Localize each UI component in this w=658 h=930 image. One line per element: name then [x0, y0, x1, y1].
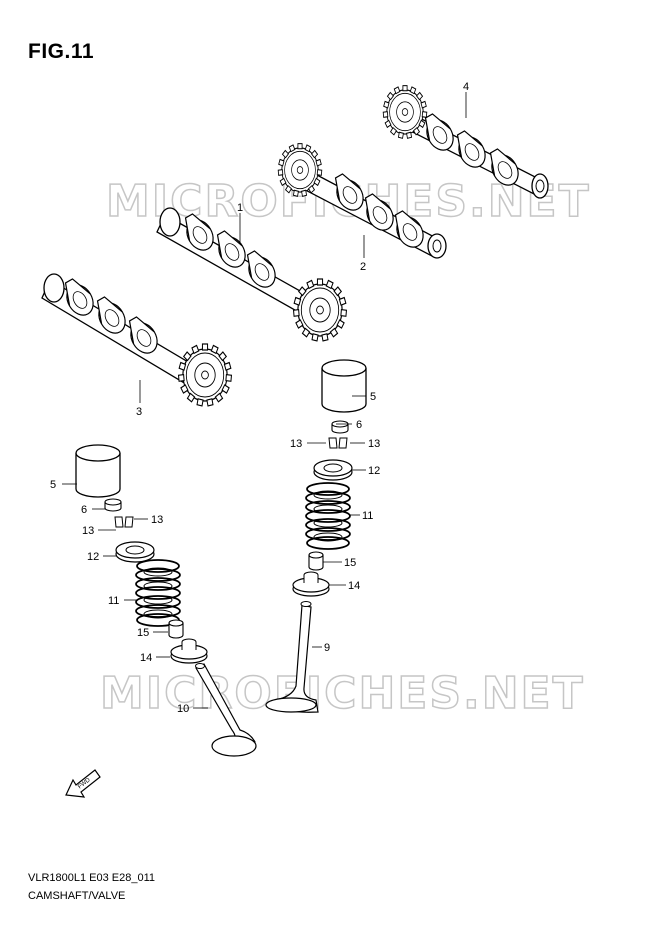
- callout-1: 1: [237, 202, 243, 214]
- callout-13-left-b: 13: [151, 514, 163, 526]
- camshaft-part-1: [156, 207, 348, 342]
- callout-15-left: 15: [137, 627, 149, 639]
- callout-4: 4: [463, 81, 469, 93]
- callout-11-left: 11: [108, 595, 119, 607]
- callout-14-left: 14: [140, 652, 152, 664]
- leader-lines: [62, 92, 467, 709]
- callout-5-left: 5: [50, 479, 56, 491]
- callout-11-right: 11: [362, 510, 373, 522]
- watermark-lower: MICROFICHES.NET: [100, 668, 585, 719]
- callout-6-right: 6: [356, 419, 362, 431]
- valve-assembly-left: [75, 444, 257, 757]
- callout-2: 2: [360, 261, 366, 273]
- callout-10: 10: [177, 703, 189, 715]
- camshaft-part-4: [382, 85, 549, 199]
- section-name: CAMSHAFT/VALVE: [28, 890, 126, 902]
- callout-labels: 4 1 2 3 5 6 13 13 12 11 15 14 9 5 6 13 1…: [50, 81, 469, 715]
- figure-title: FIG.11: [28, 40, 95, 63]
- callout-3: 3: [136, 406, 142, 418]
- callout-14-right: 14: [348, 580, 360, 592]
- camshaft-part-3: [41, 273, 233, 407]
- valve-assembly-right: [265, 359, 367, 713]
- forward-direction-arrow: FWD: [65, 769, 101, 798]
- camshaft-part-2: [277, 143, 447, 259]
- callout-5-right: 5: [370, 391, 376, 403]
- callout-6-left: 6: [81, 504, 87, 516]
- callout-13-right-a: 13: [290, 438, 302, 450]
- callout-12-right: 12: [368, 465, 380, 477]
- model-code: VLR1800L1 E03 E28_011: [28, 872, 156, 884]
- callout-13-right-b: 13: [368, 438, 380, 450]
- callout-9: 9: [324, 642, 330, 654]
- callout-15-right: 15: [344, 557, 356, 569]
- callout-12-left: 12: [87, 551, 99, 563]
- callout-13-left-a: 13: [82, 525, 94, 537]
